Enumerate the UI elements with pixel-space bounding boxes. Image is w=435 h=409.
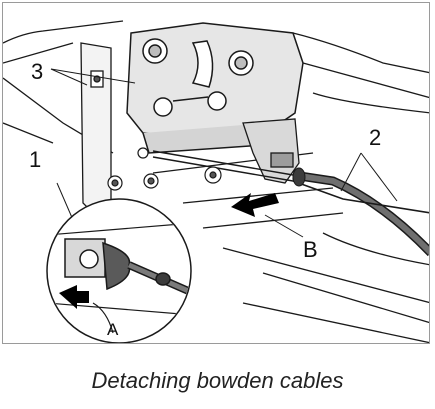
- callout-a: A: [107, 320, 119, 339]
- callout-3: 3: [31, 59, 44, 84]
- mounting-bracket: [80, 42, 112, 214]
- figure-caption: Detaching bowden cables: [91, 368, 344, 393]
- callout-2: 2: [369, 125, 382, 150]
- bolts: [107, 147, 222, 191]
- bowden-cables: [152, 150, 429, 257]
- detail-circle: [46, 198, 192, 343]
- illustration-frame: 3 1 2 B A: [2, 2, 430, 344]
- body-panels: [3, 20, 429, 343]
- cable-bracket: [242, 118, 300, 184]
- callout-b: B: [303, 237, 318, 262]
- mechanical-illustration: [3, 20, 429, 343]
- arrow-b: [231, 193, 279, 217]
- callout-1: 1: [29, 147, 42, 172]
